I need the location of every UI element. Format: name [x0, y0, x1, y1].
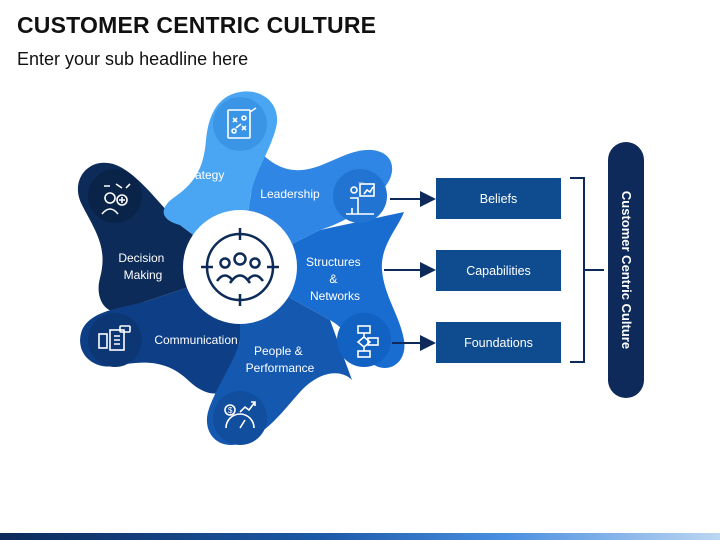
bottom-gradient-bar	[0, 533, 720, 540]
structures-line-3: Networks	[310, 289, 360, 303]
people-line-1: People &	[254, 344, 303, 358]
decision-person-icon	[88, 169, 142, 223]
petal-label-strategy: Strategy	[180, 168, 225, 182]
structures-line-1: Structures	[306, 255, 361, 269]
page-title: CUSTOMER CENTRIC CULTURE	[17, 12, 377, 38]
box-label-foundations: Foundations	[464, 336, 533, 350]
output-boxes: Beliefs Capabilities Foundations	[436, 178, 561, 363]
petal-label-leadership: Leadership	[260, 187, 320, 201]
people-line-2: Performance	[246, 361, 315, 375]
strategy-board-icon	[213, 97, 267, 151]
decision-line-2: Making	[124, 268, 163, 282]
leader-presentation-icon: ...	[333, 169, 387, 223]
box-capabilities	[436, 250, 561, 291]
culture-pill	[608, 142, 644, 398]
bracket	[570, 177, 604, 363]
petal-label-structures: Structures & Networks	[306, 255, 364, 303]
petal-label-people: People & Performance	[246, 344, 315, 375]
petal-label-decision: Decision Making	[118, 251, 167, 282]
svg-text:...: ...	[358, 178, 364, 185]
svg-text:$: $	[228, 406, 233, 415]
icon-circles: ... $	[88, 97, 391, 445]
center-circle	[183, 210, 297, 324]
decision-line-1: Decision	[118, 251, 164, 265]
box-label-beliefs: Beliefs	[480, 192, 518, 206]
flowchart-icon	[337, 313, 391, 367]
team-target-icon	[201, 228, 279, 306]
culture-pill-label: Customer Centric Culture	[619, 191, 634, 349]
box-foundations	[436, 322, 561, 363]
communication-devices-icon	[88, 313, 142, 367]
box-beliefs	[436, 178, 561, 219]
structures-line-2: &	[329, 272, 337, 286]
page-subtitle: Enter your sub headline here	[17, 49, 249, 69]
box-label-capabilities: Capabilities	[466, 264, 531, 278]
petal-label-communication: Communication	[154, 333, 237, 347]
performance-gauge-icon: $	[213, 391, 267, 445]
